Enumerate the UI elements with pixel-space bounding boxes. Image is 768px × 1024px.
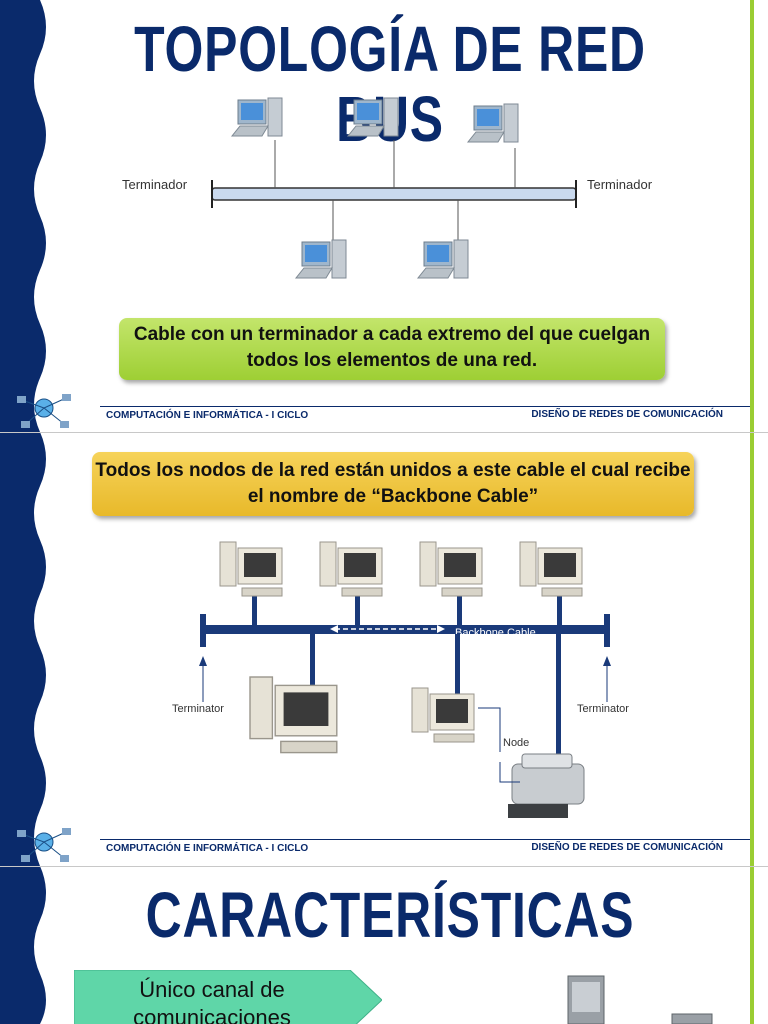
- slide-separator: [0, 432, 768, 433]
- backbone-cable: [203, 625, 608, 634]
- terminator-right-label: Terminator: [577, 703, 629, 715]
- computer-icon: [567, 975, 713, 1024]
- terminator-left-label: Terminador: [122, 177, 188, 192]
- backbone-callout: Todos los nodos de la red están unidos a…: [92, 452, 694, 516]
- backbone-diagram: Backbone Cable Terminator Terminator: [172, 541, 629, 818]
- footer-rule: [100, 406, 750, 407]
- computer-icon: [417, 239, 469, 279]
- footer-course: COMPUTACIÓN E INFORMÁTICA - I CICLO: [106, 843, 309, 854]
- bus-cable: [211, 187, 577, 201]
- accent-bar: [750, 432, 754, 866]
- wave-border: [0, 0, 46, 432]
- computer-icon: [231, 97, 283, 137]
- node-label: Node: [503, 737, 529, 749]
- computer-icon: [467, 103, 519, 143]
- backbone-label: Backbone Cable: [455, 627, 536, 639]
- definition-callout: Cable con un terminador a cada extremo d…: [119, 318, 665, 380]
- footer-rule: [100, 839, 750, 840]
- computer-icon: [219, 541, 283, 597]
- wave-border: [0, 866, 46, 1024]
- slide-title: CARACTERÍSTICAS: [145, 879, 635, 951]
- terminator-left-label: Terminator: [172, 703, 224, 715]
- feature-single-channel: Único canal de comunicaciones: [133, 977, 291, 1024]
- computer-icon: [319, 541, 383, 597]
- terminator-right: [604, 614, 610, 647]
- feature-arrow-shape: [74, 970, 382, 1024]
- footer-subject: DISEÑO DE REDES DE COMUNICACIÓN: [531, 842, 723, 853]
- computer-icon: [519, 541, 583, 597]
- printer-icon: [508, 753, 585, 818]
- computer-icon: [347, 97, 399, 137]
- footer-course: COMPUTACIÓN E INFORMÁTICA - I CICLO: [106, 410, 309, 421]
- computer-icon: [295, 239, 347, 279]
- slide-characteristics: CARACTERÍSTICAS Único canal de comunicac…: [0, 866, 768, 1024]
- wave-border: [0, 432, 46, 866]
- computer-icon: [419, 541, 483, 597]
- computer-icon: [249, 676, 338, 754]
- network-globe-logo-icon: [17, 394, 71, 428]
- bus-diagram: Terminador Terminador: [122, 97, 653, 279]
- computer-icon: [411, 687, 475, 743]
- slide-separator: [0, 866, 768, 867]
- slide-bus-topology: TOPOLOGÍA DE RED BUS Terminador Terminad…: [0, 0, 768, 432]
- accent-bar: [750, 866, 754, 1024]
- slide-backbone: Todos los nodos de la red están unidos a…: [0, 432, 768, 866]
- terminator-left: [200, 614, 206, 647]
- accent-bar: [750, 0, 754, 432]
- network-globe-logo-icon: [17, 828, 71, 862]
- terminator-right-label: Terminador: [587, 177, 653, 192]
- footer-subject: DISEÑO DE REDES DE COMUNICACIÓN: [531, 409, 723, 420]
